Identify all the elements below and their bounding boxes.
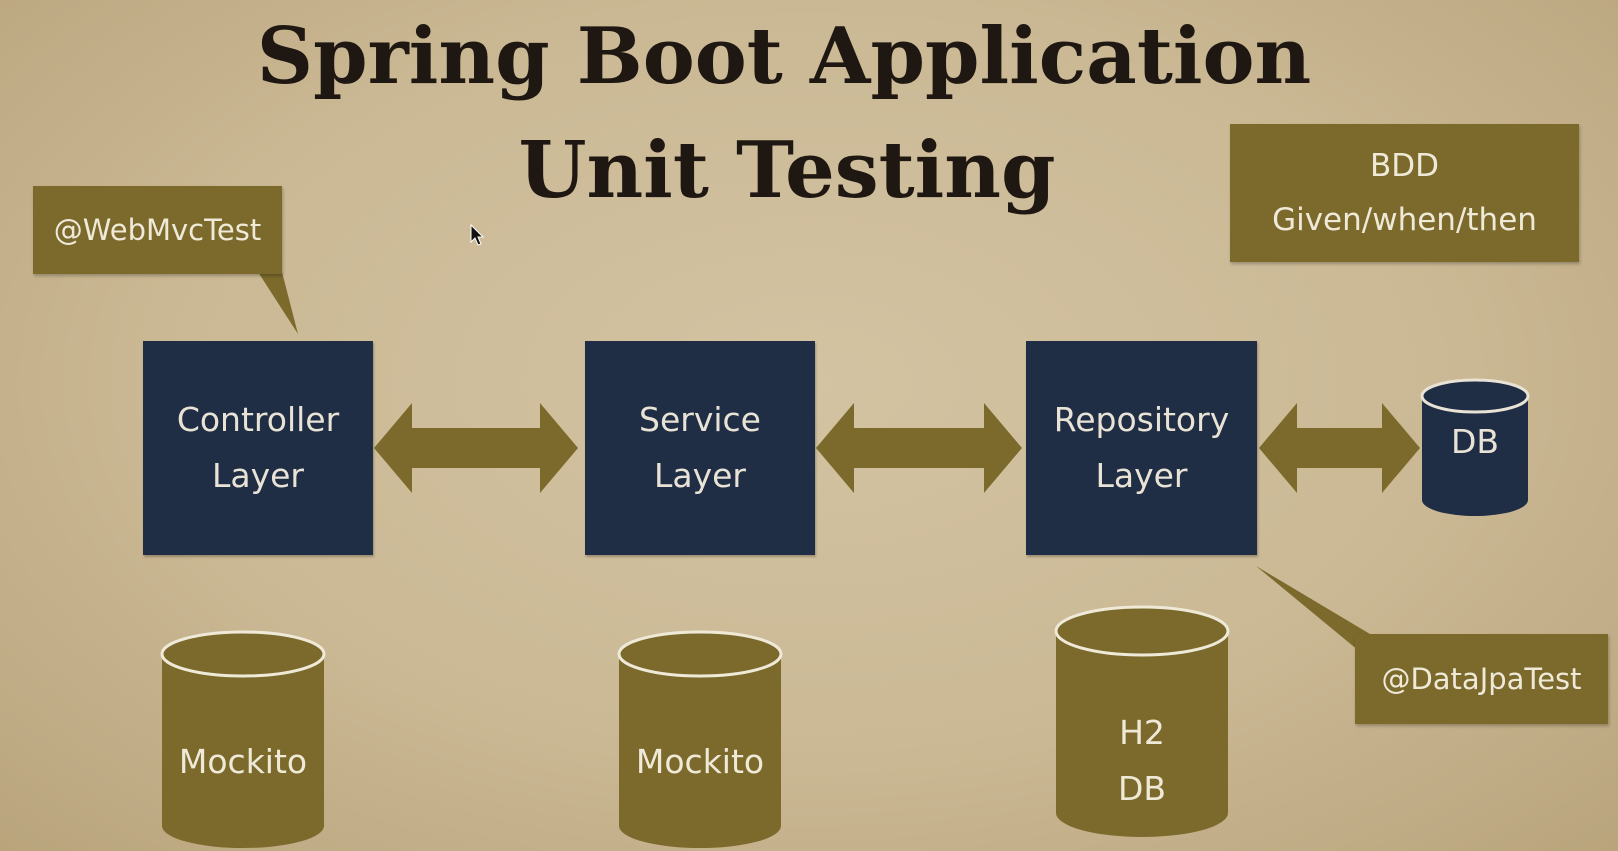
controller-layer-line-2: Layer xyxy=(211,456,304,495)
h2-db-cylinder xyxy=(1054,605,1230,837)
service-layer-box: Service Layer xyxy=(585,341,815,555)
datajpa-callout-tail xyxy=(1256,566,1370,660)
datajpatest-label: @DataJpaTest xyxy=(1381,662,1582,696)
arrow-service-repository xyxy=(816,403,1022,493)
db-label: DB xyxy=(1450,422,1500,461)
service-layer-line-2: Layer xyxy=(653,456,746,495)
webmvctest-label: @WebMvcTest xyxy=(53,213,262,247)
bdd-tag: BDD Given/when/then xyxy=(1230,124,1579,262)
h2-db-label: H2 DB xyxy=(1056,705,1228,817)
given-when-then-label: Given/when/then xyxy=(1272,202,1537,238)
controller-layer-line-1: Controller xyxy=(176,400,340,439)
db-cylinder xyxy=(1420,378,1530,516)
h2-label-line-2: DB xyxy=(1117,769,1167,808)
mockito-label-service: Mockito xyxy=(635,742,765,781)
bdd-label: BDD xyxy=(1369,148,1439,184)
datajpatest-tag: @DataJpaTest xyxy=(1355,634,1608,724)
mouse-cursor-icon xyxy=(470,224,485,246)
repository-layer-line-1: Repository xyxy=(1053,400,1230,439)
arrow-controller-service xyxy=(374,403,578,493)
mockito-cylinder-service xyxy=(617,630,783,848)
title-line-1: Spring Boot Application xyxy=(256,11,1312,102)
repository-layer-box: Repository Layer xyxy=(1026,341,1257,555)
repository-layer-line-2: Layer xyxy=(1095,456,1188,495)
mockito-cylinder-controller xyxy=(160,630,326,848)
service-layer-line-1: Service xyxy=(639,400,761,439)
mockito-label-controller: Mockito xyxy=(178,742,308,781)
webmvc-callout-tail xyxy=(258,272,298,334)
title-line-2: Unit Testing xyxy=(518,125,1056,216)
webmvctest-tag: @WebMvcTest xyxy=(33,186,282,274)
arrow-repository-db xyxy=(1259,403,1420,493)
controller-layer-box: Controller Layer xyxy=(143,341,373,555)
h2-label-line-1: H2 xyxy=(1119,713,1165,752)
